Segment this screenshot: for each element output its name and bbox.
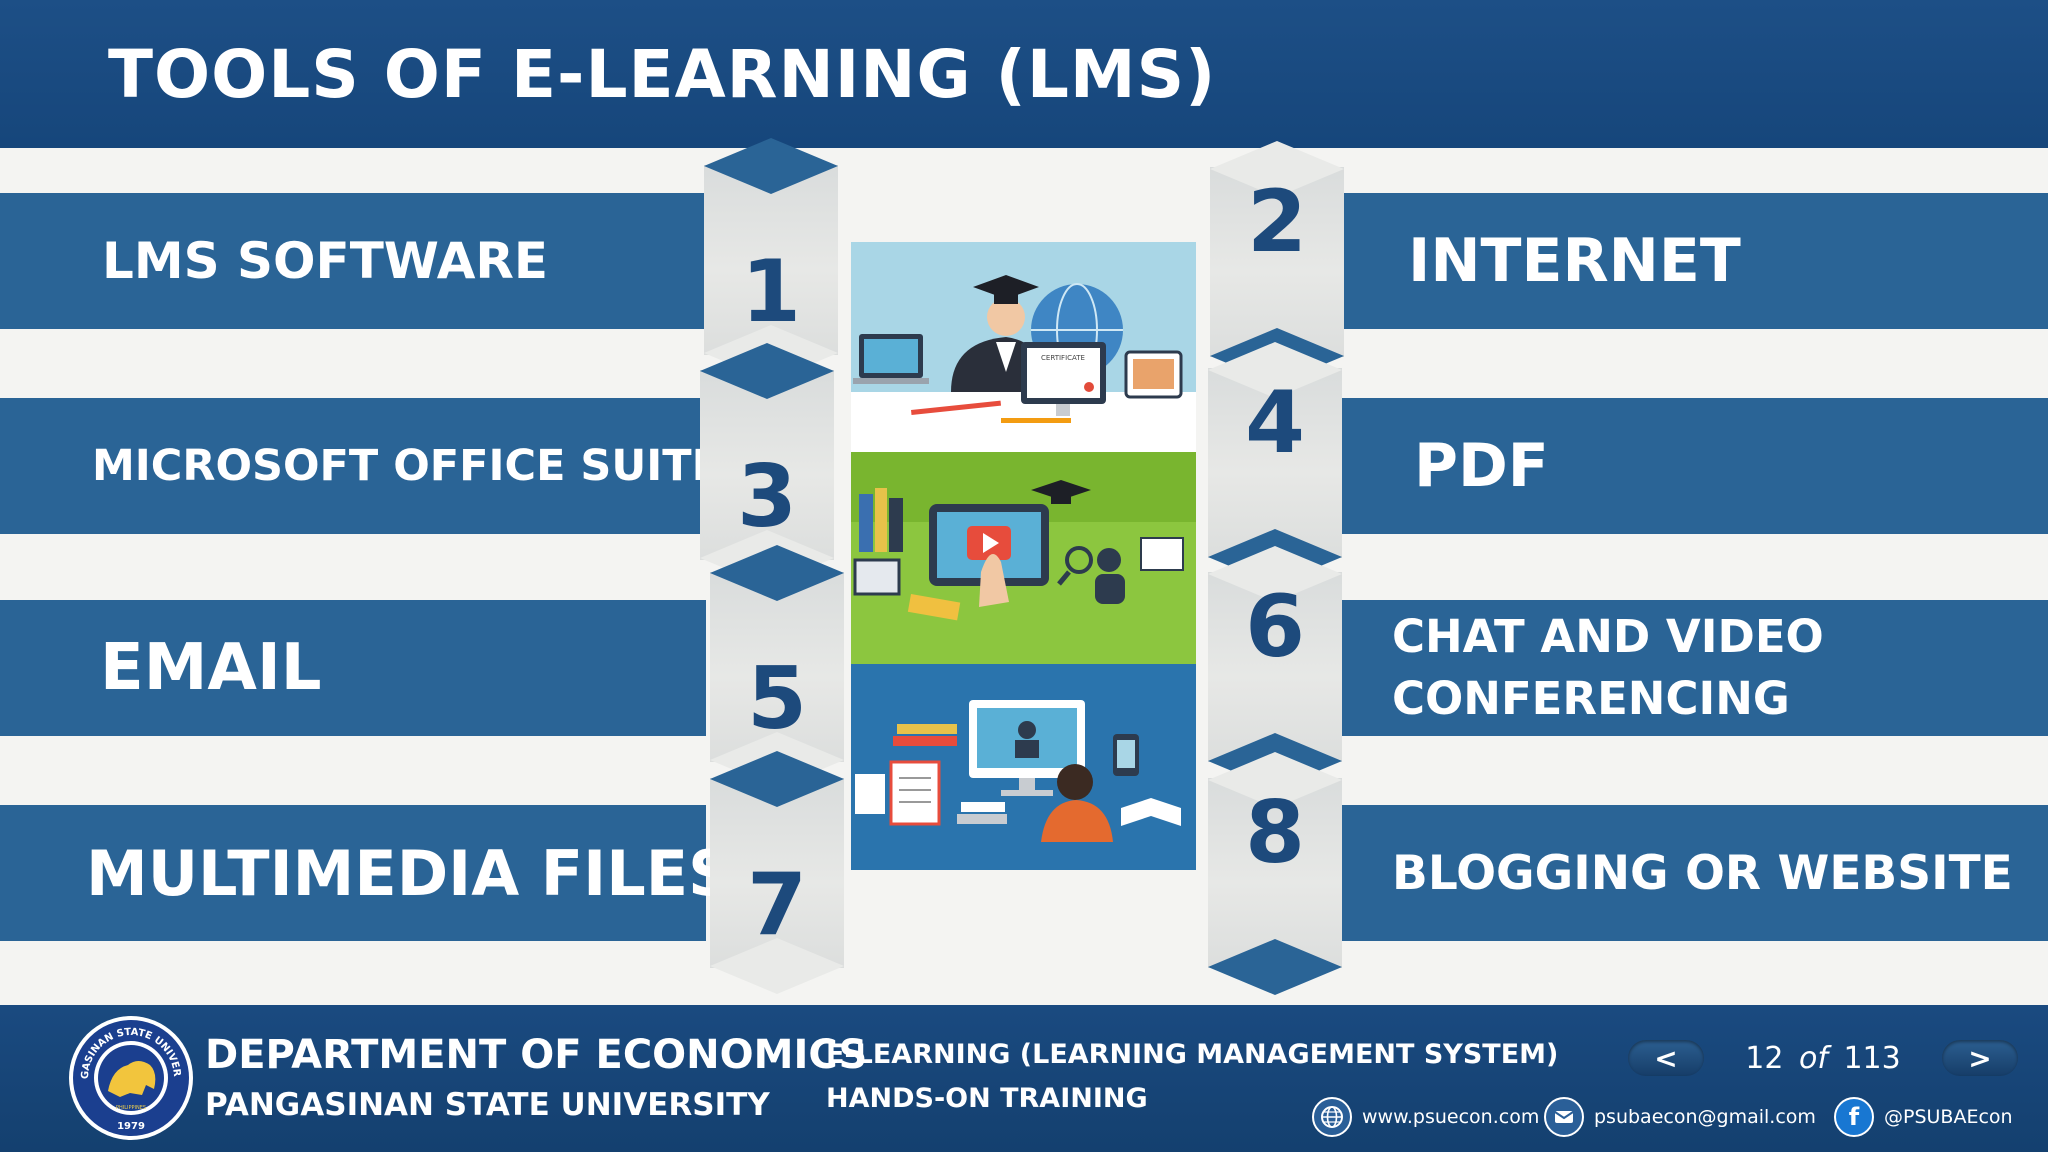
globe-icon (1312, 1097, 1352, 1137)
small-monitor-icon (853, 558, 901, 596)
stacked-books-icon (893, 724, 1007, 824)
email-contact[interactable]: psubaecon@gmail.com (1544, 1095, 1816, 1139)
phone-icon (1113, 734, 1139, 776)
tool-label-2: INTERNET (1408, 226, 1741, 296)
document-icon (855, 774, 885, 814)
program-title-line2: HANDS-ON TRAINING (826, 1083, 1148, 1114)
slide-header: TOOLS OF E-LEARNING (LMS) (0, 0, 2048, 148)
student-icon (1095, 537, 1184, 604)
svg-text:PHILIPPINES: PHILIPPINES (116, 1105, 146, 1111)
tool-number-3: 3 (737, 447, 797, 547)
desktop-monitor-icon (969, 700, 1085, 796)
chevron-right-icon: > (1968, 1041, 1992, 1075)
program-title-line1: E-LEARNING (LEARNING MANAGEMENT SYSTEM) (826, 1039, 1559, 1070)
tool-number-1: 1 (741, 242, 801, 342)
slide-pager: < 12 of 113 > (1628, 1033, 2018, 1083)
next-slide-button[interactable]: > (1942, 1040, 2018, 1076)
elearning-illustration: CERTIFICATE (851, 242, 1196, 870)
tool-band-6: CHAT AND VIDEO CONFERENCING (1342, 600, 2048, 736)
tool-band-8: BLOGGING OR WEBSITE (1342, 805, 2048, 941)
open-book-icon (1121, 798, 1181, 826)
learner-icon (1041, 764, 1113, 842)
magnifier-icon (1057, 546, 1093, 586)
svg-text:1979: 1979 (117, 1121, 145, 1132)
tablet-icon (1124, 350, 1183, 399)
website-url: www.psuecon.com (1362, 1106, 1540, 1128)
page-of-label: of (1799, 1040, 1828, 1076)
tool-label-5: EMAIL (100, 631, 322, 705)
tool-band-4: PDF (1342, 398, 2048, 534)
number-tile-2: 2 (1210, 167, 1344, 357)
certificate-monitor-icon: CERTIFICATE (1021, 342, 1106, 416)
tool-band-2: INTERNET (1342, 193, 2048, 329)
number-tile-6: 6 (1208, 572, 1342, 762)
facebook-icon: f (1834, 1097, 1874, 1137)
footer-bar: PANGASINAN STATE UNIVERSITY 1979 PHILIPP… (0, 1005, 2048, 1152)
tool-label-8: BLOGGING OR WEBSITE (1392, 845, 2013, 901)
tool-number-4: 4 (1245, 373, 1305, 473)
university-seal-logo: PANGASINAN STATE UNIVERSITY 1979 PHILIPP… (66, 1013, 193, 1140)
tool-number-2: 2 (1247, 172, 1307, 272)
tool-number-8: 8 (1245, 783, 1305, 883)
website-contact[interactable]: www.psuecon.com (1312, 1095, 1539, 1139)
total-pages: 113 (1843, 1040, 1901, 1076)
tool-label-7: MULTIMEDIA FILES (86, 836, 733, 910)
tool-band-1: LMS SOFTWARE (0, 193, 706, 329)
books-icon (859, 488, 903, 552)
number-tile-3: 3 (700, 370, 834, 560)
slide-title: TOOLS OF E-LEARNING (LMS) (108, 36, 1217, 113)
tool-label-6: CHAT AND VIDEO CONFERENCING (1392, 610, 1824, 725)
mail-icon (1544, 1097, 1584, 1137)
prev-slide-button[interactable]: < (1628, 1040, 1704, 1076)
university-name: PANGASINAN STATE UNIVERSITY (205, 1087, 770, 1123)
current-page: 12 (1745, 1040, 1784, 1076)
number-tile-1: 1 (704, 165, 838, 355)
graduation-cap-icon (1031, 480, 1091, 504)
chevron-left-icon: < (1654, 1041, 1678, 1075)
pencils-icon (911, 400, 1071, 423)
department-name: DEPARTMENT OF ECONOMICS (205, 1032, 868, 1078)
page-indicator: 12 of 113 (1704, 1041, 1942, 1076)
tool-band-5: EMAIL (0, 600, 706, 736)
tool-label-3: MICROSOFT OFFICE SUITE (92, 441, 722, 491)
email-address: psubaecon@gmail.com (1594, 1106, 1816, 1128)
facebook-contact[interactable]: f @PSUBAEcon (1834, 1095, 2013, 1139)
tool-label-1: LMS SOFTWARE (102, 232, 549, 290)
tool-band-3: MICROSOFT OFFICE SUITE (0, 398, 721, 534)
number-tile-5: 5 (710, 572, 844, 762)
laptop-icon (853, 334, 929, 384)
tool-number-5: 5 (747, 649, 807, 749)
facebook-handle: @PSUBAEcon (1884, 1106, 2013, 1128)
tool-band-7: MULTIMEDIA FILES (0, 805, 733, 941)
notebook-icon (889, 760, 941, 826)
certificate-text: CERTIFICATE (1041, 354, 1085, 362)
number-tile-4: 4 (1208, 368, 1342, 558)
number-tile-7: 7 (710, 778, 844, 968)
tool-number-7: 7 (747, 855, 807, 955)
hand-icon (907, 554, 1009, 621)
lion-emblem-icon (108, 1061, 156, 1097)
tool-number-6: 6 (1245, 577, 1305, 677)
number-tile-8: 8 (1208, 778, 1342, 968)
tool-label-4: PDF (1414, 431, 1549, 501)
